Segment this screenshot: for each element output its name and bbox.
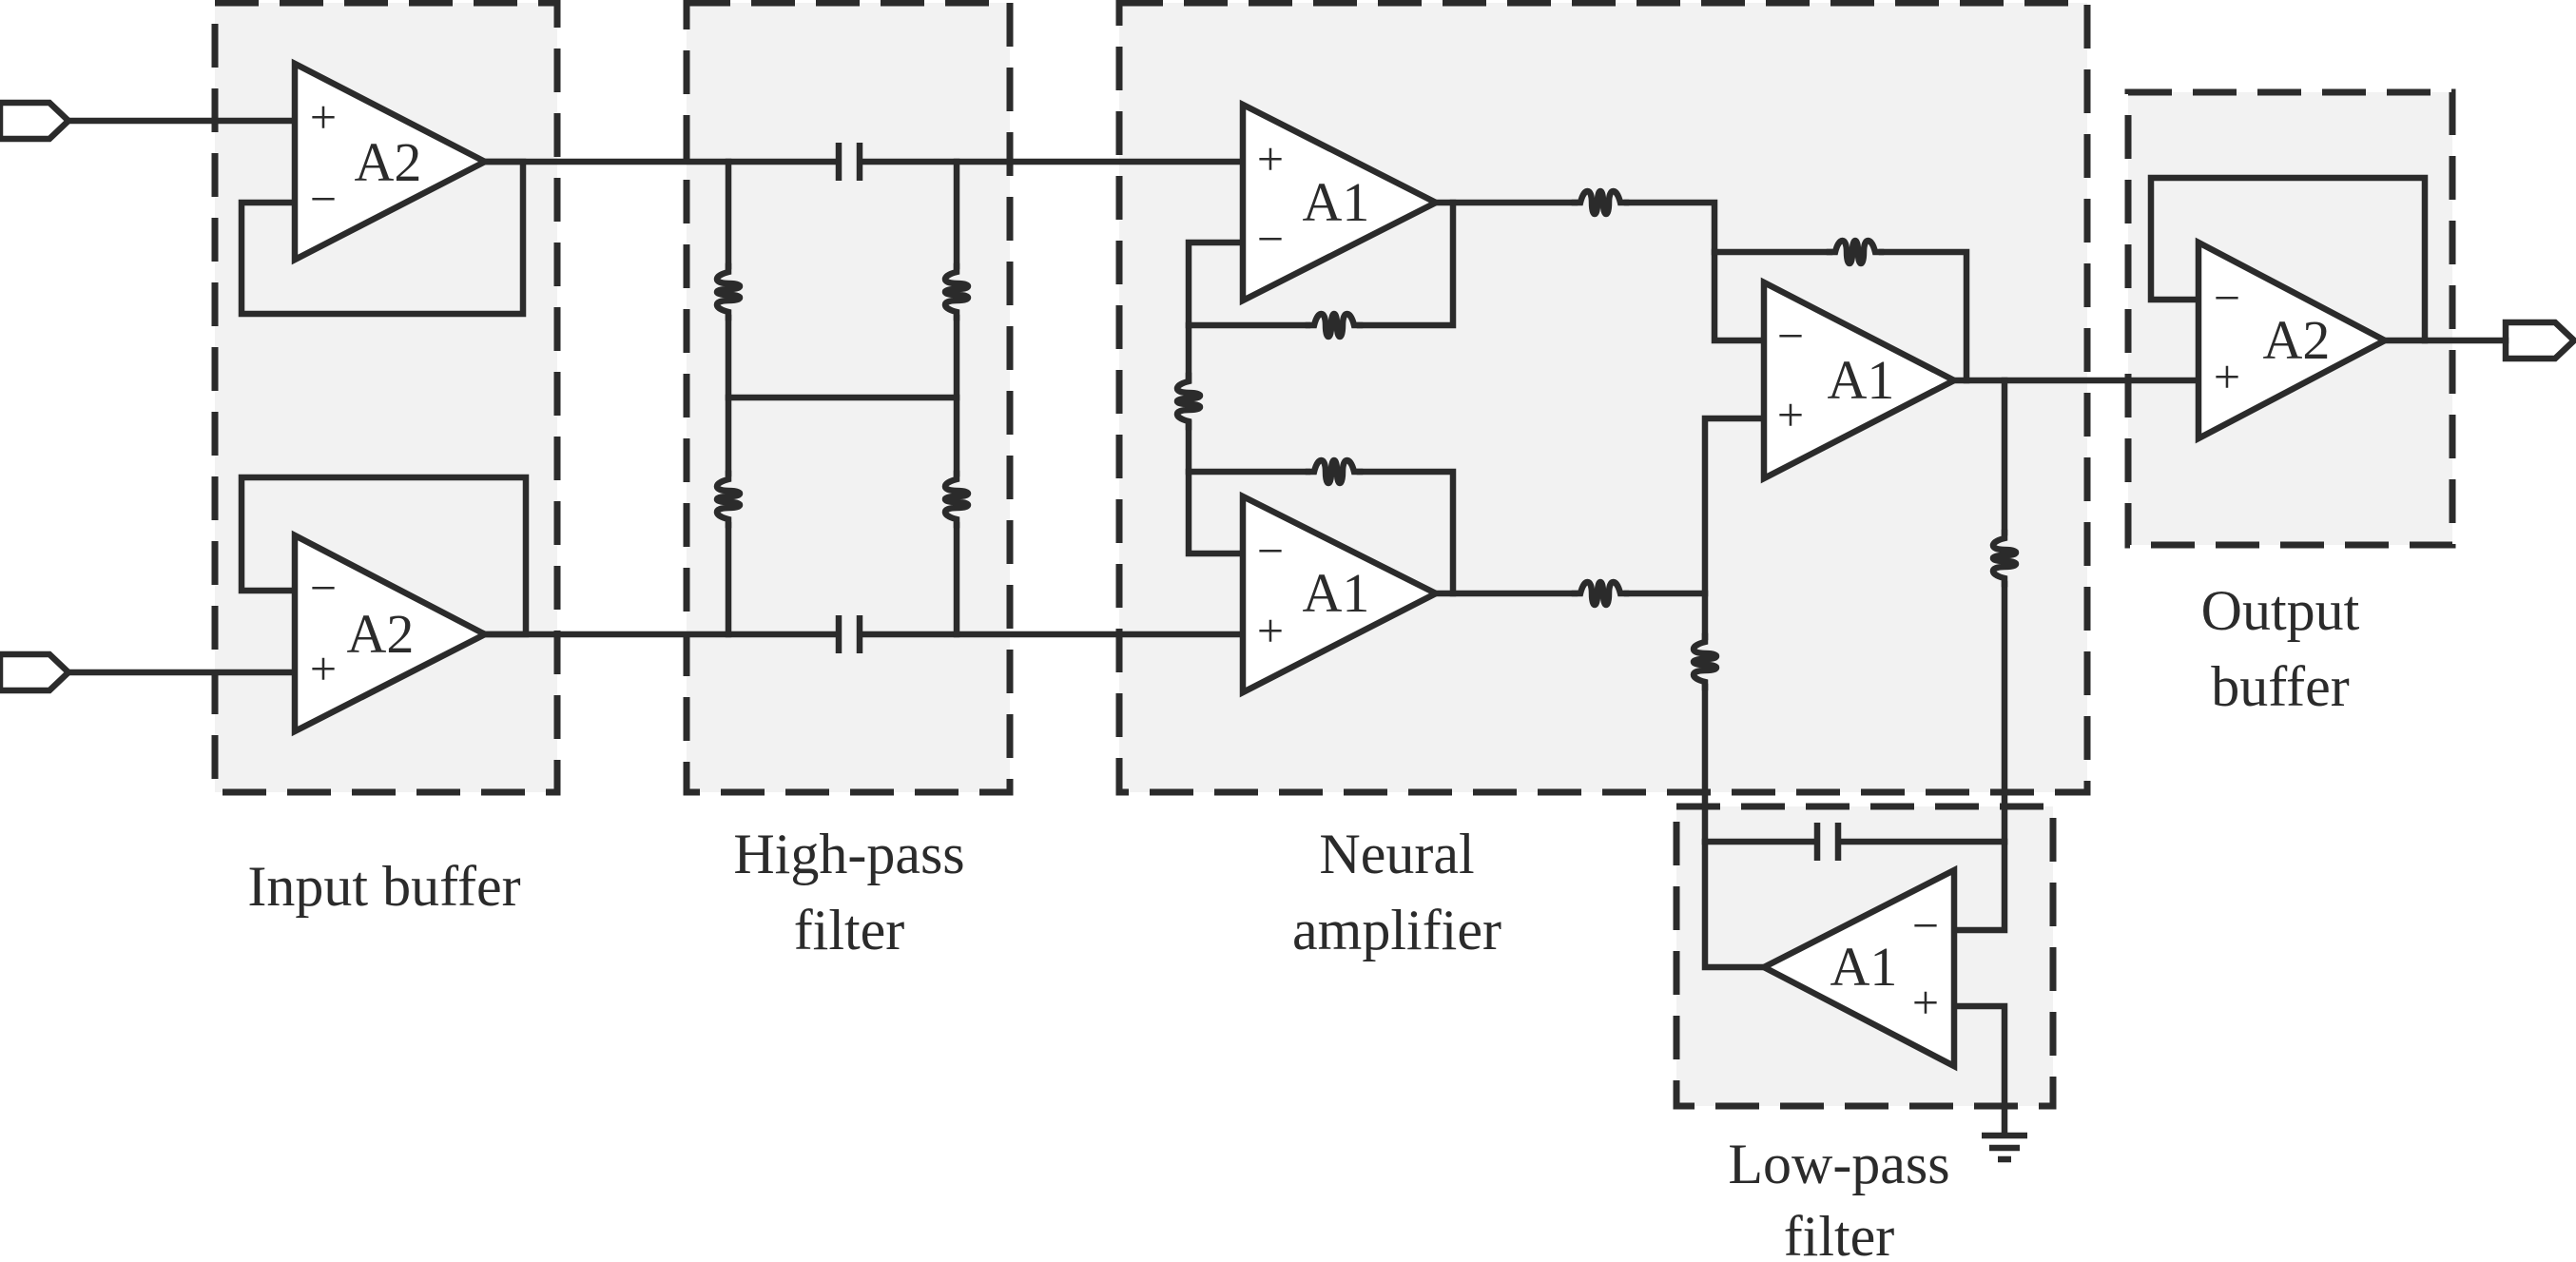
output-terminal bbox=[2502, 319, 2576, 362]
minus-sign: − bbox=[310, 561, 337, 614]
plus-sign: + bbox=[310, 642, 337, 695]
plus-sign: + bbox=[1257, 132, 1284, 185]
neural-amplifier-label-line-1: Neural bbox=[1319, 823, 1474, 885]
low-pass-filter-wires bbox=[1701, 838, 2008, 1136]
minus-sign: − bbox=[1257, 524, 1284, 577]
input-buffer-label: Input buffer bbox=[247, 855, 520, 918]
opamp-neural-top: + − A1 bbox=[1239, 99, 1443, 306]
opamp-input-bottom: − + A2 bbox=[291, 530, 493, 737]
ground-symbol bbox=[1982, 1132, 2027, 1163]
plus-sign: + bbox=[1257, 604, 1284, 657]
plus-sign: + bbox=[310, 90, 337, 144]
input-terminal-top bbox=[0, 99, 73, 143]
hp-capacitor-top bbox=[835, 143, 863, 181]
opamp-label: A1 bbox=[1303, 171, 1370, 233]
opamp-neural-diff: − + A1 bbox=[1760, 277, 1962, 484]
output-buffer-label-line-1: Output bbox=[2201, 579, 2360, 642]
low-pass-filter-label-line-1: Low-pass bbox=[1728, 1133, 1949, 1195]
opamp-output: − + A2 bbox=[2195, 237, 2392, 444]
high-pass-filter-wires bbox=[481, 158, 1247, 638]
plus-sign: + bbox=[1777, 388, 1804, 441]
minus-sign: − bbox=[1777, 309, 1804, 362]
opamp-input-top: + − A2 bbox=[291, 58, 493, 265]
opamp-low-pass: − + A1 bbox=[1756, 864, 1958, 1072]
high-pass-filter-label-line-1: High-pass bbox=[733, 823, 964, 885]
output-buffer-wires bbox=[2147, 174, 2509, 344]
high-pass-filter-label-line-2: filter bbox=[794, 899, 905, 961]
minus-sign: − bbox=[1257, 212, 1284, 265]
plus-sign: + bbox=[2214, 350, 2240, 403]
opamp-label: A1 bbox=[1830, 936, 1898, 998]
lp-capacitor bbox=[1813, 823, 1842, 861]
opamp-label: A2 bbox=[2263, 309, 2331, 371]
minus-sign: − bbox=[1912, 899, 1939, 952]
output-buffer-label-line-2: buffer bbox=[2211, 655, 2350, 718]
minus-sign: − bbox=[2214, 271, 2240, 324]
minus-sign: − bbox=[310, 172, 337, 225]
opamp-label: A1 bbox=[1303, 562, 1370, 624]
plus-sign: + bbox=[1912, 976, 1939, 1029]
opamp-neural-bottom: − + A1 bbox=[1239, 491, 1443, 698]
opamp-label: A2 bbox=[347, 603, 415, 665]
hp-capacitor-bottom bbox=[835, 615, 863, 653]
opamp-label: A1 bbox=[1828, 349, 1895, 411]
neural-amplifier-label-line-2: amplifier bbox=[1292, 899, 1501, 961]
input-terminal-bottom bbox=[0, 650, 73, 694]
opamp-label: A2 bbox=[355, 131, 422, 193]
low-pass-filter-label-line-2: filter bbox=[1784, 1205, 1895, 1262]
neural-amplifier-wires bbox=[1185, 199, 2202, 971]
